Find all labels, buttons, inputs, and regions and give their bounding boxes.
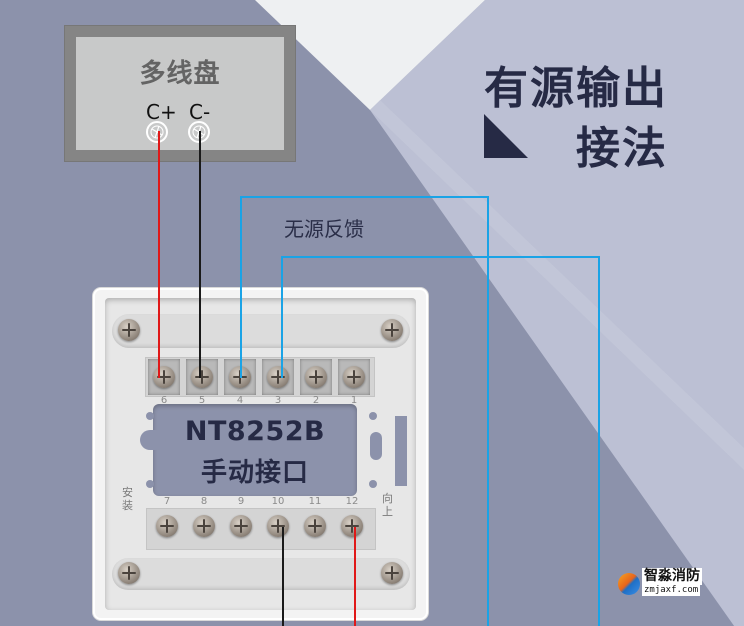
logo-icon: [618, 573, 640, 595]
panel-title: 多线盘: [139, 59, 221, 89]
logo-url: zmjaxf.com: [642, 585, 701, 596]
terminal-number: 7: [163, 496, 171, 507]
model-number: NT8252B: [184, 416, 326, 447]
terminal-screw-1[interactable]: [343, 366, 365, 388]
mount-hole: [369, 480, 377, 488]
top-mount-bar: [112, 314, 410, 348]
terminal-number: 9: [237, 496, 245, 507]
terminal-number: 6: [160, 395, 168, 406]
feedback-label: 无源反馈: [284, 217, 364, 241]
terminal-screw-icon: [188, 121, 210, 143]
terminal-number: 5: [198, 395, 206, 406]
terminal-screw-10[interactable]: [267, 515, 289, 537]
terminal-screw-5[interactable]: [191, 366, 213, 388]
terminal-screw-8[interactable]: [193, 515, 215, 537]
triangle-corner-icon: [484, 114, 528, 158]
side-label-up: 向上: [382, 492, 393, 518]
terminal-screw-7[interactable]: [156, 515, 178, 537]
terminal-screw-icon: [146, 121, 168, 143]
panel-face: 多线盘 C+ C-: [76, 37, 284, 150]
mount-screw-icon: [118, 562, 140, 584]
terminal-screw-6[interactable]: [153, 366, 175, 388]
logo-name: 智淼消防: [642, 568, 702, 585]
terminal-label-c-plus: C+: [146, 100, 177, 124]
terminal-screw-3[interactable]: [267, 366, 289, 388]
side-cutout: [395, 416, 407, 486]
mount-hole: [146, 480, 154, 488]
terminal-screw-4[interactable]: [229, 366, 251, 388]
terminal-screw-11[interactable]: [304, 515, 326, 537]
mount-screw-icon: [381, 562, 403, 584]
module-name: 手动接口: [200, 458, 309, 488]
side-label-install: 安装: [122, 486, 133, 512]
mount-slot: [370, 432, 382, 460]
mount-screw-icon: [381, 319, 403, 341]
heading-line-2: 接法: [576, 123, 668, 174]
bottom-mount-bar: [112, 558, 410, 590]
terminal-number: 8: [200, 496, 208, 507]
heading-line-1: 有源输出: [484, 63, 668, 114]
mount-hole: [146, 412, 154, 420]
mount-slot: [140, 430, 166, 450]
terminal-number: 10: [271, 496, 285, 507]
terminal-number: 11: [308, 496, 322, 507]
mount-screw-icon: [118, 319, 140, 341]
terminal-screw-9[interactable]: [230, 515, 252, 537]
mount-hole: [369, 412, 377, 420]
label-window: NT8252B 手动接口: [153, 404, 357, 496]
terminal-screw-12[interactable]: [341, 515, 363, 537]
terminal-label-c-minus: C-: [189, 100, 211, 124]
terminal-number: 12: [345, 496, 359, 507]
terminal-screw-2[interactable]: [305, 366, 327, 388]
multi-line-panel: 多线盘 C+ C-: [64, 25, 296, 162]
